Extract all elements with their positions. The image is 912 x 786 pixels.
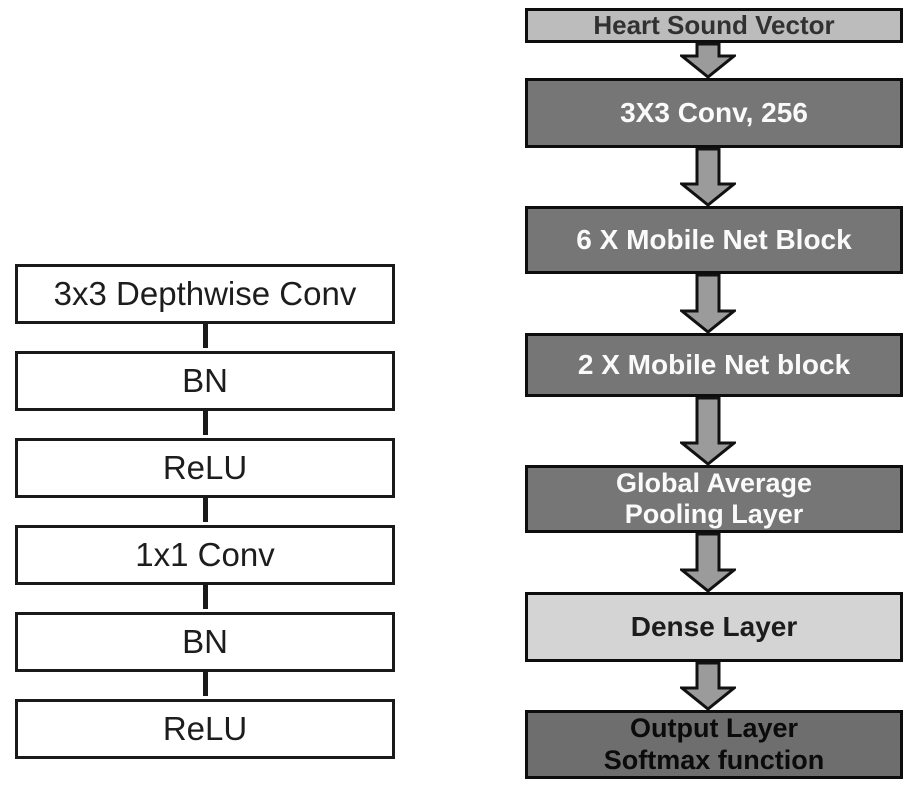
connector-line (203, 495, 208, 522)
left-box-relu-2: ReLU (15, 699, 395, 759)
left-box-bn-2: BN (15, 612, 395, 672)
flow-box-global-average-pooling: Global Average Pooling Layer (525, 465, 903, 533)
left-box-bn-1: BN (15, 351, 395, 411)
down-arrow-icon (680, 533, 736, 592)
flow-box-2x-mobilenet-block: 2 X Mobile Net block (525, 333, 903, 397)
flow-box-6x-mobilenet-block: 6 X Mobile Net Block (525, 206, 903, 274)
flow-box-output-softmax: Output Layer Softmax function (525, 710, 903, 779)
down-arrow-icon (680, 274, 736, 333)
down-arrow-icon (680, 43, 736, 78)
flow-box-3x3-conv-256: 3X3 Conv, 256 (525, 78, 903, 148)
left-box-1x1-conv: 1x1 Conv (15, 525, 395, 585)
connector-line (203, 408, 208, 435)
connector-line (203, 669, 208, 696)
left-box-depthwise-conv: 3x3 Depthwise Conv (15, 264, 395, 324)
left-box-relu-1: ReLU (15, 438, 395, 498)
down-arrow-icon (680, 397, 736, 465)
flow-box-dense-layer: Dense Layer (525, 592, 903, 662)
down-arrow-icon (680, 148, 736, 206)
connector-line (203, 582, 208, 609)
flow-box-heart-sound-vector: Heart Sound Vector (525, 8, 903, 43)
down-arrow-icon (680, 662, 736, 710)
connector-line (203, 321, 208, 348)
